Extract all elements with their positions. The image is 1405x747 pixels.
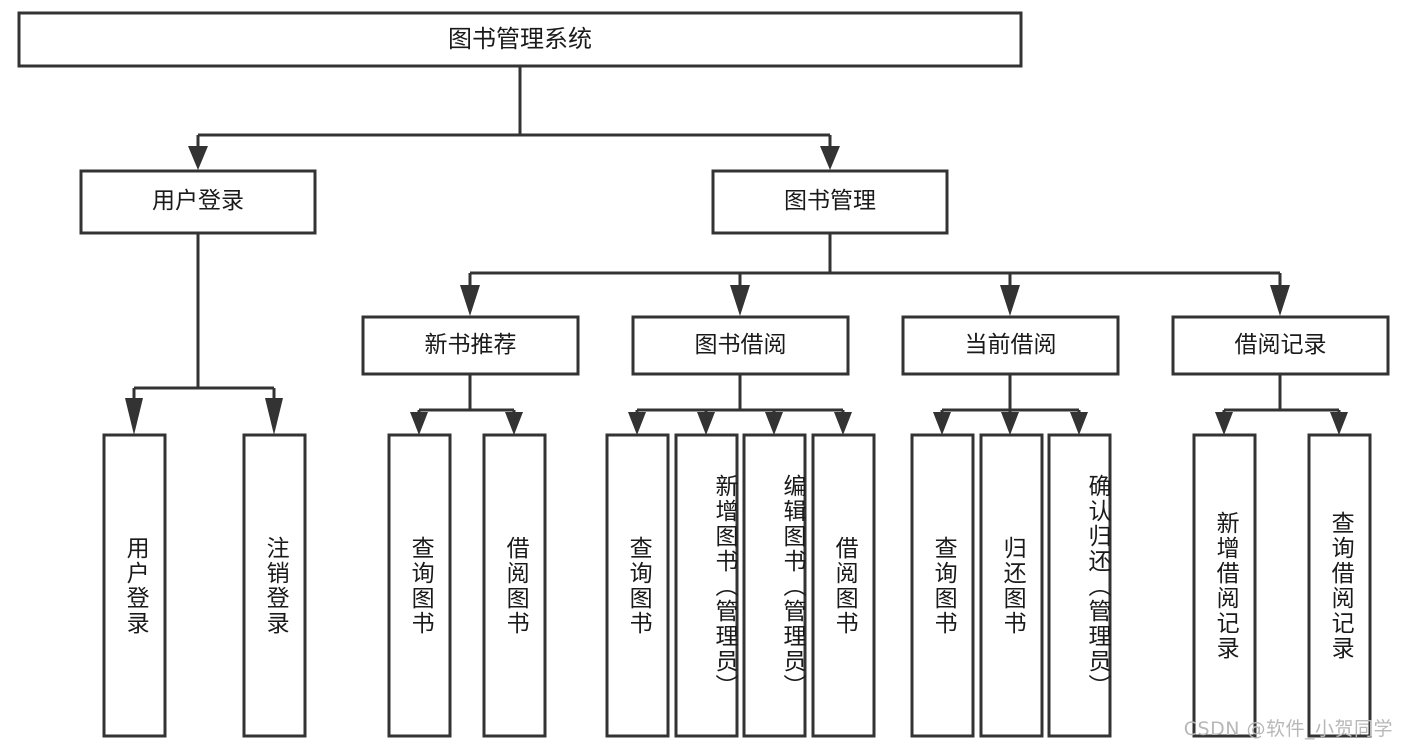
arrow-head-leaf-edit-book [765, 412, 783, 435]
node-box-book-borrow[interactable] [631, 315, 850, 376]
node-box-leaf-query-book-1[interactable] [387, 433, 452, 738]
node-box-leaf-borrow-book-2[interactable] [811, 433, 876, 738]
connector-group-root [188, 66, 840, 170]
arrow-head-leaf-query-book-3 [933, 412, 951, 435]
node-box-leaf-borrow-book-1[interactable] [482, 433, 547, 738]
connector-group-current-borrow [933, 374, 1088, 435]
node-box-leaf-add-record[interactable] [1192, 433, 1257, 738]
arrow-head-leaf-add-book [697, 412, 715, 435]
connector-group-borrow-record [1215, 374, 1348, 435]
arrow-head-leaf-query-book-2 [628, 412, 646, 435]
arrow-head-user-login [188, 146, 208, 170]
arrow-head-leaf-query-record [1330, 412, 1348, 435]
arrow-head-leaf-logout-login [265, 398, 283, 435]
node-box-leaf-add-book[interactable] [674, 433, 739, 738]
arrow-head-leaf-user-login [125, 398, 143, 435]
node-box-leaf-user-login[interactable] [102, 433, 167, 738]
connector-group-book-borrow [628, 374, 852, 435]
csdn-watermark: CSDN @软件_小贺同学 [1183, 718, 1393, 740]
arrow-head-leaf-return-book [1001, 412, 1019, 435]
arrow-head-leaf-confirm-return [1070, 412, 1088, 435]
arrow-head-borrow-record [1270, 285, 1290, 316]
arrow-head-leaf-borrow-book-2 [834, 412, 852, 435]
arrow-head-leaf-add-record [1215, 412, 1233, 435]
connector-group-new-book-recommend [410, 374, 523, 435]
node-box-borrow-record[interactable] [1171, 315, 1390, 376]
node-box-leaf-return-book[interactable] [979, 433, 1044, 738]
node-box-leaf-logout-login[interactable] [242, 433, 307, 738]
arrow-head-new-book-recommend [460, 285, 480, 316]
node-box-leaf-query-book-2[interactable] [605, 433, 670, 738]
node-box-leaf-query-record[interactable] [1307, 433, 1372, 738]
connector-group-book-manage [460, 233, 1290, 316]
node-box-book-manage[interactable] [711, 169, 949, 235]
node-box-new-book-recommend[interactable] [361, 315, 580, 376]
arrow-head-book-manage [820, 146, 840, 170]
node-box-root[interactable] [17, 11, 1023, 68]
node-box-leaf-query-book-3[interactable] [910, 433, 975, 738]
arrow-head-leaf-borrow-book-1 [505, 412, 523, 435]
connector-group-user-login [125, 233, 283, 435]
node-box-current-borrow[interactable] [901, 315, 1120, 376]
node-box-leaf-confirm-return[interactable] [1047, 433, 1112, 738]
node-box-leaf-edit-book[interactable] [742, 433, 807, 738]
arrow-head-leaf-query-book-1 [410, 412, 428, 435]
arrow-head-book-borrow [730, 285, 750, 316]
arrow-head-current-borrow [1000, 285, 1020, 316]
node-box-user-login[interactable] [79, 169, 317, 235]
